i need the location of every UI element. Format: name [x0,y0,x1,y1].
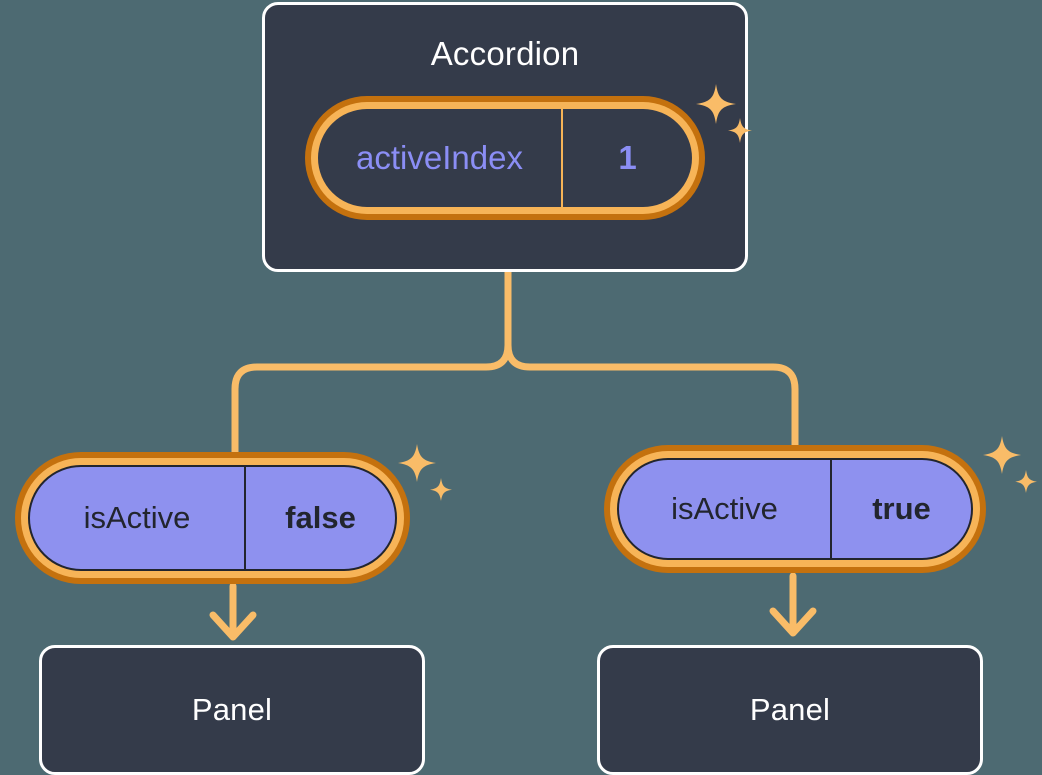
state-pill-ring: isActive true [610,451,980,567]
state-pill-ring: isActive false [21,458,404,578]
state-pill-body: activeIndex 1 [318,109,692,207]
state-key-isactive-false: isActive [30,467,246,569]
connector-branch-right [504,341,799,452]
state-key-activeindex: activeIndex [318,109,563,207]
component-node-panel-left[interactable]: Panel [39,645,425,775]
panel-right-title: Panel [749,692,831,727]
sparkle-large-icon [398,444,436,482]
state-pill-isactive-false[interactable]: isActive false [15,452,410,584]
state-value-isactive-true: true [872,491,931,526]
component-node-panel-right[interactable]: Panel [597,645,983,775]
sparkle-small-icon [1015,470,1037,493]
accordion-title: Accordion [430,35,580,72]
sparkle-small-icon [430,478,452,501]
state-value-activeindex: 1 [618,139,637,176]
state-pill-body: isActive false [28,465,397,571]
panel-left-title: Panel [191,692,273,727]
arrow-head-right [769,607,817,637]
sparkle-large-icon [983,436,1021,474]
state-pill-isactive-true[interactable]: isActive true [604,445,986,573]
state-value-isactive-false: false [285,500,356,535]
sparkle-cluster-true [978,432,1042,502]
state-pill-body: isActive true [617,458,973,560]
arrow-head-left [209,611,257,641]
connector-branch-left [231,341,512,459]
state-pill-ring: activeIndex 1 [311,102,699,214]
state-key-isactive-true: isActive [619,460,832,558]
state-pill-activeindex[interactable]: activeIndex 1 [305,96,705,220]
